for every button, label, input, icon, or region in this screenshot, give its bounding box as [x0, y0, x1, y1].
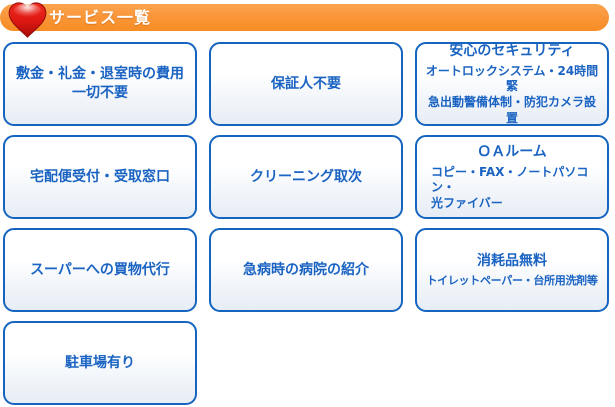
card-subtitle: トイレットペーパー・台所用洗剤等 [426, 273, 598, 287]
card-shopping-agency: スーパーへの買物代行 [3, 228, 197, 312]
card-oa-room: ＯＡルーム コピー・FAX・ノートパソコン・ 光ファイバー [415, 135, 609, 219]
card-title: ＯＡルーム [477, 143, 547, 160]
card-cleaning: クリーニング取次 [209, 135, 403, 219]
service-row-1: 敷金・礼金・退室時の費用 一切不要 保証人不要 安心のセキュリティ オートロック… [3, 42, 612, 126]
card-no-guarantor: 保証人不要 [209, 42, 403, 126]
card-title: 消耗品無料 [477, 252, 547, 269]
card-title: 宅配便受付・受取窓口 [30, 168, 170, 185]
service-grid: 敷金・礼金・退室時の費用 一切不要 保証人不要 安心のセキュリティ オートロック… [3, 42, 612, 407]
card-title: スーパーへの買物代行 [30, 261, 170, 278]
card-subtitle: コピー・FAX・ノートパソコン・ 光ファイバー [431, 164, 589, 210]
section-header: サービス一覧 [0, 2, 609, 38]
card-title: 駐車場有り [65, 354, 135, 371]
card-title: 敷金・礼金・退室時の費用 一切不要 [16, 66, 184, 101]
service-row-4: 駐車場有り [3, 321, 612, 405]
card-no-deposit-fees: 敷金・礼金・退室時の費用 一切不要 [3, 42, 197, 126]
card-security: 安心のセキュリティ オートロックシステム・24時間緊 急出動警備体制・防犯カメラ… [415, 42, 609, 126]
card-parcel-service: 宅配便受付・受取窓口 [3, 135, 197, 219]
card-free-consumables: 消耗品無料 トイレットペーパー・台所用洗剤等 [415, 228, 609, 312]
heart-icon [7, 1, 48, 39]
card-title: 急病時の病院の紹介 [243, 261, 369, 278]
service-row-3: スーパーへの買物代行 急病時の病院の紹介 消耗品無料 トイレットペーパー・台所用… [3, 228, 612, 312]
card-title: クリーニング取次 [250, 168, 362, 185]
card-parking: 駐車場有り [3, 321, 197, 405]
card-subtitle: オートロックシステム・24時間緊 急出動警備体制・防犯カメラ設置 [425, 63, 599, 125]
card-hospital-referral: 急病時の病院の紹介 [209, 228, 403, 312]
service-row-2: 宅配便受付・受取窓口 クリーニング取次 ＯＡルーム コピー・FAX・ノートパソコ… [3, 135, 612, 219]
card-title: 安心のセキュリティ [449, 42, 575, 59]
card-title: 保証人不要 [271, 75, 341, 92]
section-title: サービス一覧 [49, 8, 152, 27]
